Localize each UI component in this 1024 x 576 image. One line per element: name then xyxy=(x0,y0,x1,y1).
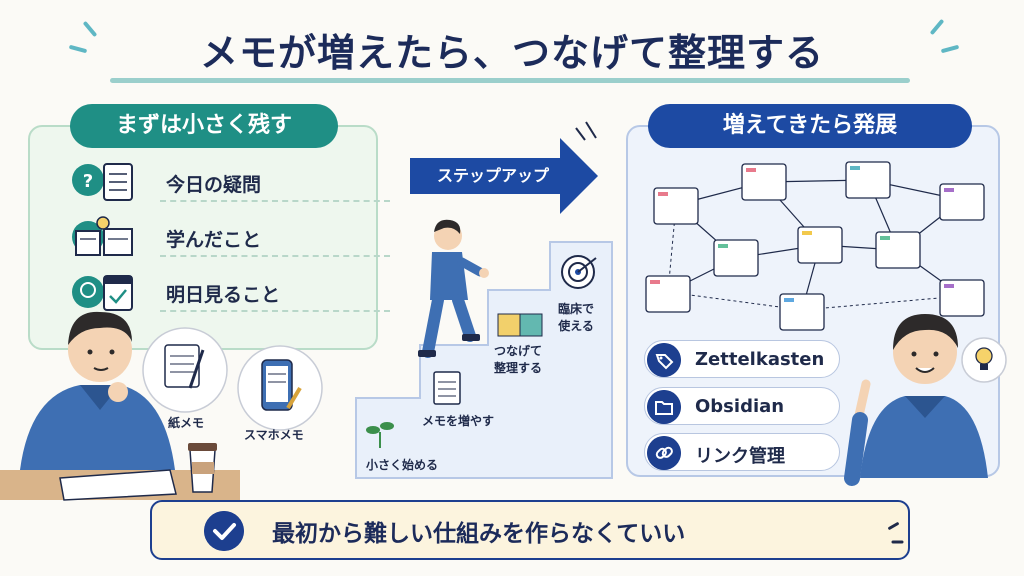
dashed-divider xyxy=(160,255,390,257)
link-icon xyxy=(647,436,681,470)
memo-item-label: 今日の疑問 xyxy=(166,174,262,196)
desk-notebook xyxy=(59,469,177,501)
bottom-spark xyxy=(891,540,904,544)
step-label-clinical: 臨床で 使える xyxy=(558,302,595,333)
bottom-message-bar: 最初から難しい仕組みを作らなくていい xyxy=(150,500,910,560)
step-label-organize: つなげて 整理する xyxy=(494,344,543,375)
lightbulb-book-icon xyxy=(72,216,133,256)
memo-item-label: 明日見ること xyxy=(166,284,281,306)
paper-memo-label: 紙メモ xyxy=(168,416,205,430)
page-title: メモが増えたら、つなげて整理する xyxy=(199,31,824,75)
right-panel-header: 増えてきたら発展 xyxy=(648,104,972,148)
tool-obsidian: Obsidian xyxy=(644,387,840,425)
folder-icon xyxy=(647,390,681,424)
desk xyxy=(0,470,240,500)
title-underline xyxy=(110,78,910,83)
dashed-divider xyxy=(160,200,390,202)
memo-item-label: 学んだこと xyxy=(166,229,262,251)
dashed-divider xyxy=(160,310,390,312)
tool-label: リンク管理 xyxy=(695,446,785,467)
coffee-cup xyxy=(189,449,216,493)
step-label-increase: メモを増やす xyxy=(422,414,495,428)
left-panel-header: まずは小さく残す xyxy=(70,104,338,148)
tool-link-management: リンク管理 xyxy=(644,433,840,471)
person-body xyxy=(20,385,175,470)
calendar-check-icon xyxy=(72,275,133,311)
question-notebook-icon: ? xyxy=(72,163,133,201)
tool-label: Zettelkasten xyxy=(695,349,825,370)
step-label-start: 小さく始める xyxy=(366,458,439,472)
tool-zettelkasten: Zettelkasten xyxy=(644,340,840,378)
check-circle-icon xyxy=(204,511,244,551)
tag-icon xyxy=(647,343,681,377)
phone-memo-bubble xyxy=(237,345,323,431)
memo-item-question: ? 今日の疑問 xyxy=(70,160,390,206)
step-up-arrow-label: ステップアップ xyxy=(436,166,549,185)
memo-item-learned: 学んだこと xyxy=(70,215,390,261)
phone-memo-label: スマホメモ xyxy=(244,428,304,442)
stairs xyxy=(355,241,613,479)
bottom-message: 最初から難しい仕組みを作らなくていい xyxy=(272,521,686,547)
tool-label: Obsidian xyxy=(695,396,785,417)
svg-text:?: ? xyxy=(83,171,93,192)
memo-item-tomorrow: 明日見ること xyxy=(70,270,390,316)
